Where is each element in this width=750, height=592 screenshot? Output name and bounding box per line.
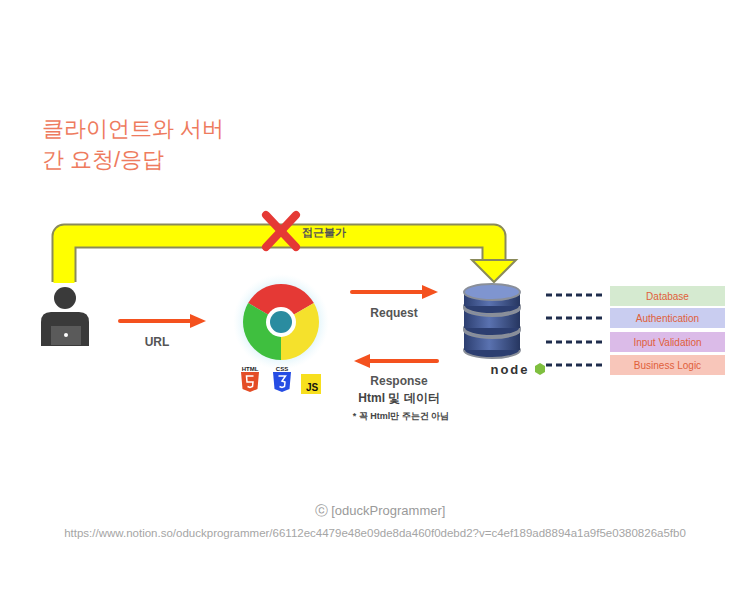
request-label: Request (370, 307, 417, 321)
database-box: Database (610, 286, 725, 306)
leader-lines (546, 295, 606, 365)
source-url: https://www.notion.so/oduckprogrammer/66… (64, 527, 686, 540)
response-arrow (354, 354, 437, 368)
js-badge (301, 374, 321, 394)
title-block: 클라이언트와 서버 간 요청/응답 (42, 114, 240, 176)
response-note-wrap: * 꼭 Html만 주는건 아님 (353, 405, 450, 423)
html-label-wrap: HTML (242, 357, 259, 375)
response-detail: Html 및 데이터 (358, 392, 439, 406)
validation-box: Input Validation (610, 332, 725, 352)
node-logo-text-wrap: node (490, 360, 529, 378)
url-label: URL (145, 336, 170, 350)
js-label-wrap: JS (306, 377, 318, 395)
blocked-label-wrap: 접근불가 (300, 222, 348, 240)
request-label-wrap: Request (370, 303, 417, 321)
source-url-wrap: https://www.notion.so/oduckprogrammer/66… (64, 523, 686, 541)
business-logic-box: Business Logic (610, 355, 725, 375)
response-label-wrap: Response (370, 371, 427, 389)
css-shield (273, 372, 291, 392)
html-label: HTML (242, 366, 259, 373)
blocked-label: 접근불가 (300, 226, 348, 239)
request-arrow (352, 285, 438, 299)
response-detail-wrap: Html 및 데이터 (358, 388, 439, 406)
server-icon (464, 284, 545, 375)
diagram-title: 클라이언트와 서버 간 요청/응답 (42, 114, 240, 176)
js-label: JS (306, 382, 318, 394)
response-note: * 꼭 Html만 주는건 아님 (353, 411, 450, 421)
url-arrow (120, 314, 206, 328)
box-label: Business Logic (634, 360, 701, 371)
box-label: Authentication (636, 313, 699, 324)
html-shield (241, 372, 259, 392)
node-logo-text: node (490, 363, 529, 378)
blocked-cross (266, 215, 296, 247)
css-label-wrap: CSS (276, 357, 288, 375)
user-icon (41, 287, 89, 346)
css-label: CSS (276, 366, 288, 373)
box-label: Input Validation (633, 337, 701, 348)
url-label-wrap: URL (145, 332, 170, 350)
copyright-label: ⓒ [oduckProgrammer] (315, 504, 446, 519)
response-label: Response (370, 375, 427, 389)
box-label: Database (646, 291, 689, 302)
browser-logo (233, 274, 329, 370)
authentication-box: Authentication (610, 308, 725, 328)
copyright-label-wrap: ⓒ [oduckProgrammer] (315, 501, 446, 519)
